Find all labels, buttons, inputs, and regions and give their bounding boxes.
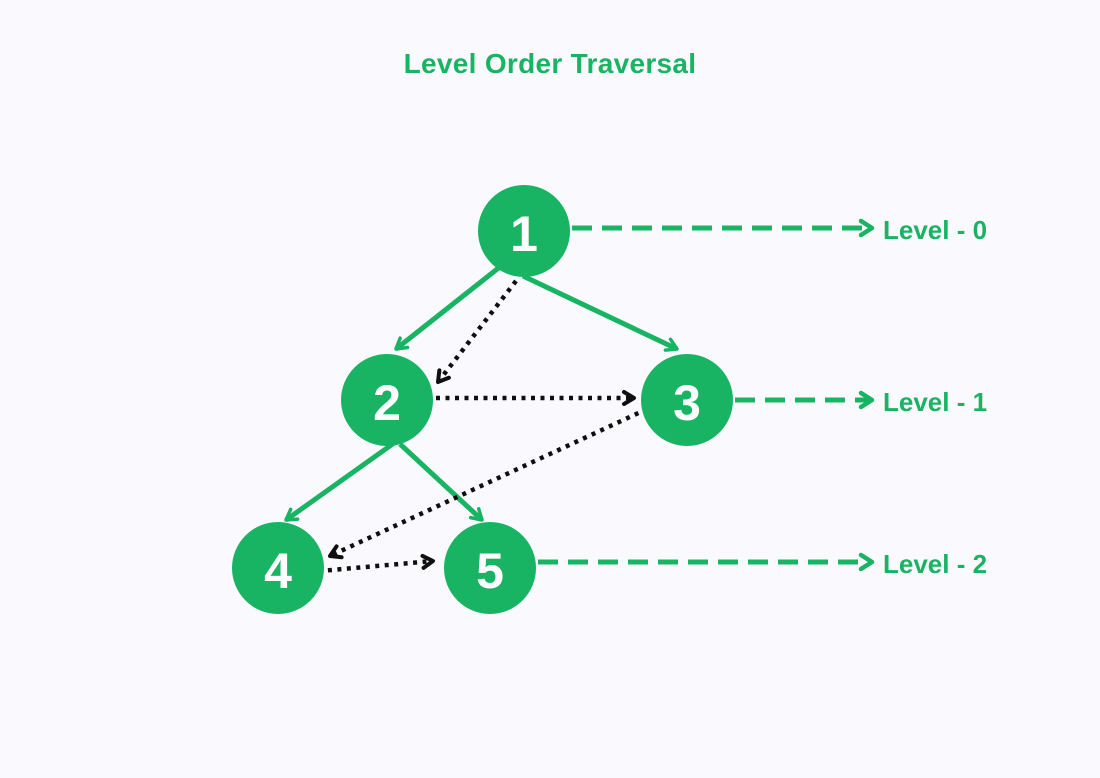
level-0-label: Level - 0 (883, 215, 987, 245)
tree-edge-2-4 (284, 440, 396, 523)
tree-node-1: 1 (478, 185, 570, 277)
node-3-label: 3 (673, 375, 701, 431)
node-1-circle (478, 185, 570, 277)
node-4-circle (232, 522, 324, 614)
level-2-label: Level - 2 (883, 549, 987, 579)
node-5-circle (444, 522, 536, 614)
tree-edge-1-3 (521, 273, 679, 352)
traversal-arrow-1-2 (436, 279, 518, 384)
tree-node-2: 2 (341, 354, 433, 446)
tree-node-4: 4 (232, 522, 324, 614)
node-3-circle (641, 354, 733, 446)
tree-edge-1-2 (394, 264, 503, 351)
tree-node-5: 5 (444, 522, 536, 614)
node-5-label: 5 (476, 543, 504, 599)
node-4-label: 4 (264, 543, 292, 599)
tree-edge-2-5 (398, 442, 484, 522)
node-2-circle (341, 354, 433, 446)
node-1-label: 1 (510, 206, 538, 262)
diagram-title: Level Order Traversal (403, 48, 697, 79)
traversal-arrow-3-4 (328, 406, 648, 560)
traversal-arrow-4-5 (308, 553, 435, 575)
tree-node-3: 3 (641, 354, 733, 446)
level-1-label: Level - 1 (883, 387, 987, 417)
node-2-label: 2 (373, 375, 401, 431)
